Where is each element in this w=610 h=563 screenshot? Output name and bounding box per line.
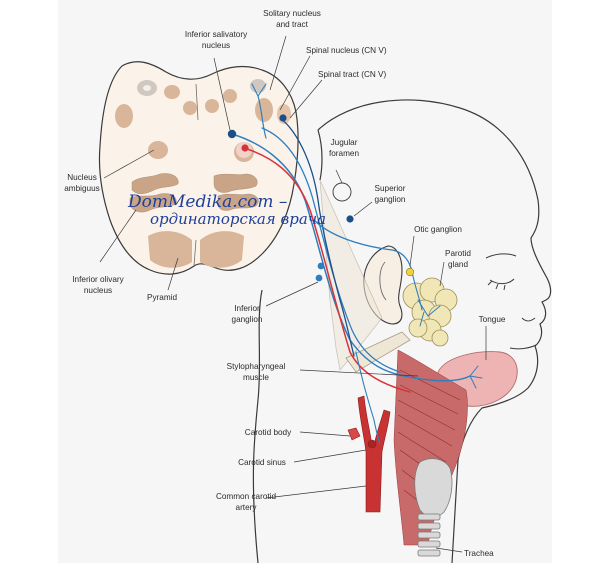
watermark-line-1: DomMedika.com – [127,192,287,212]
label-inferior-salivatory-2: nucleus [202,41,230,50]
label-carotid-body: Carotid body [245,428,292,437]
label-tongue: Tongue [479,315,506,324]
spinal-nucleus-dot [279,114,287,122]
ganglia [227,114,415,282]
salivatory-nucleus-dot [227,129,237,139]
ambiguus-dot [241,144,249,152]
label-solitary-1: Solitary nucleus [263,9,321,18]
superior-ganglion-dot [346,215,354,223]
label-inferior-ganglion-1: Inferior [234,304,260,313]
label-pyramid: Pyramid [147,293,177,302]
label-nucleus-ambiguus-2: ambiguus [64,184,100,193]
face-features [485,253,537,350]
watermark: DomMedika.com – ординаторская врача [127,192,326,228]
pyramids [148,231,244,268]
head-outline [252,99,552,563]
label-spinal-nucleus: Spinal nucleus (CN V) [306,46,387,55]
label-common-carotid-2: artery [236,503,258,512]
label-stylopharyngeal-2: muscle [243,373,269,382]
olivary-folds [129,173,259,213]
leader-lines [99,35,487,553]
label-superior-ganglion-1: Superior [375,184,406,193]
label-parotid-gland-2: gland [448,260,468,269]
inferior-ganglion-dot-2 [315,274,323,282]
bony-structures [319,179,411,373]
label-trachea: Trachea [464,549,494,558]
watermark-line-2: ординаторская врача [150,210,326,228]
otic-ganglion-dot [405,267,415,277]
label-parotid-gland-1: Parotid [445,249,471,258]
label-inferior-olivary-2: nucleus [84,286,112,295]
medulla-section [98,61,299,275]
label-superior-ganglion-2: ganglion [375,195,406,204]
mouth [509,344,537,350]
labels: Solitary nucleus and tract Inferior sali… [64,9,506,558]
label-inferior-olivary-1: Inferior olivary [72,275,124,284]
label-nucleus-ambiguus-1: Nucleus [67,173,97,182]
label-jugular-foramen-1: Jugular [331,138,358,147]
label-spinal-tract: Spinal tract (CN V) [318,70,387,79]
label-stylopharyngeal-1: Stylopharyngeal [227,362,286,371]
nostril [521,317,536,322]
medulla-nuclei [115,79,291,162]
label-carotid-sinus: Carotid sinus [238,458,286,467]
larynx-trachea [414,458,453,557]
label-otic-ganglion: Otic ganglion [414,225,462,234]
label-jugular-foramen-2: foramen [329,149,359,158]
label-inferior-salivatory-1: Inferior salivatory [185,30,248,39]
label-inferior-ganglion-2: ganglion [232,315,263,324]
label-solitary-2: and tract [276,20,309,29]
inferior-ganglion-dot-1 [317,262,325,270]
eyebrow [485,253,517,259]
eyelashes [487,280,506,291]
nerve-fibres [231,83,483,445]
label-common-carotid-1: Common carotid [216,492,277,501]
carotid-artery [347,395,391,513]
